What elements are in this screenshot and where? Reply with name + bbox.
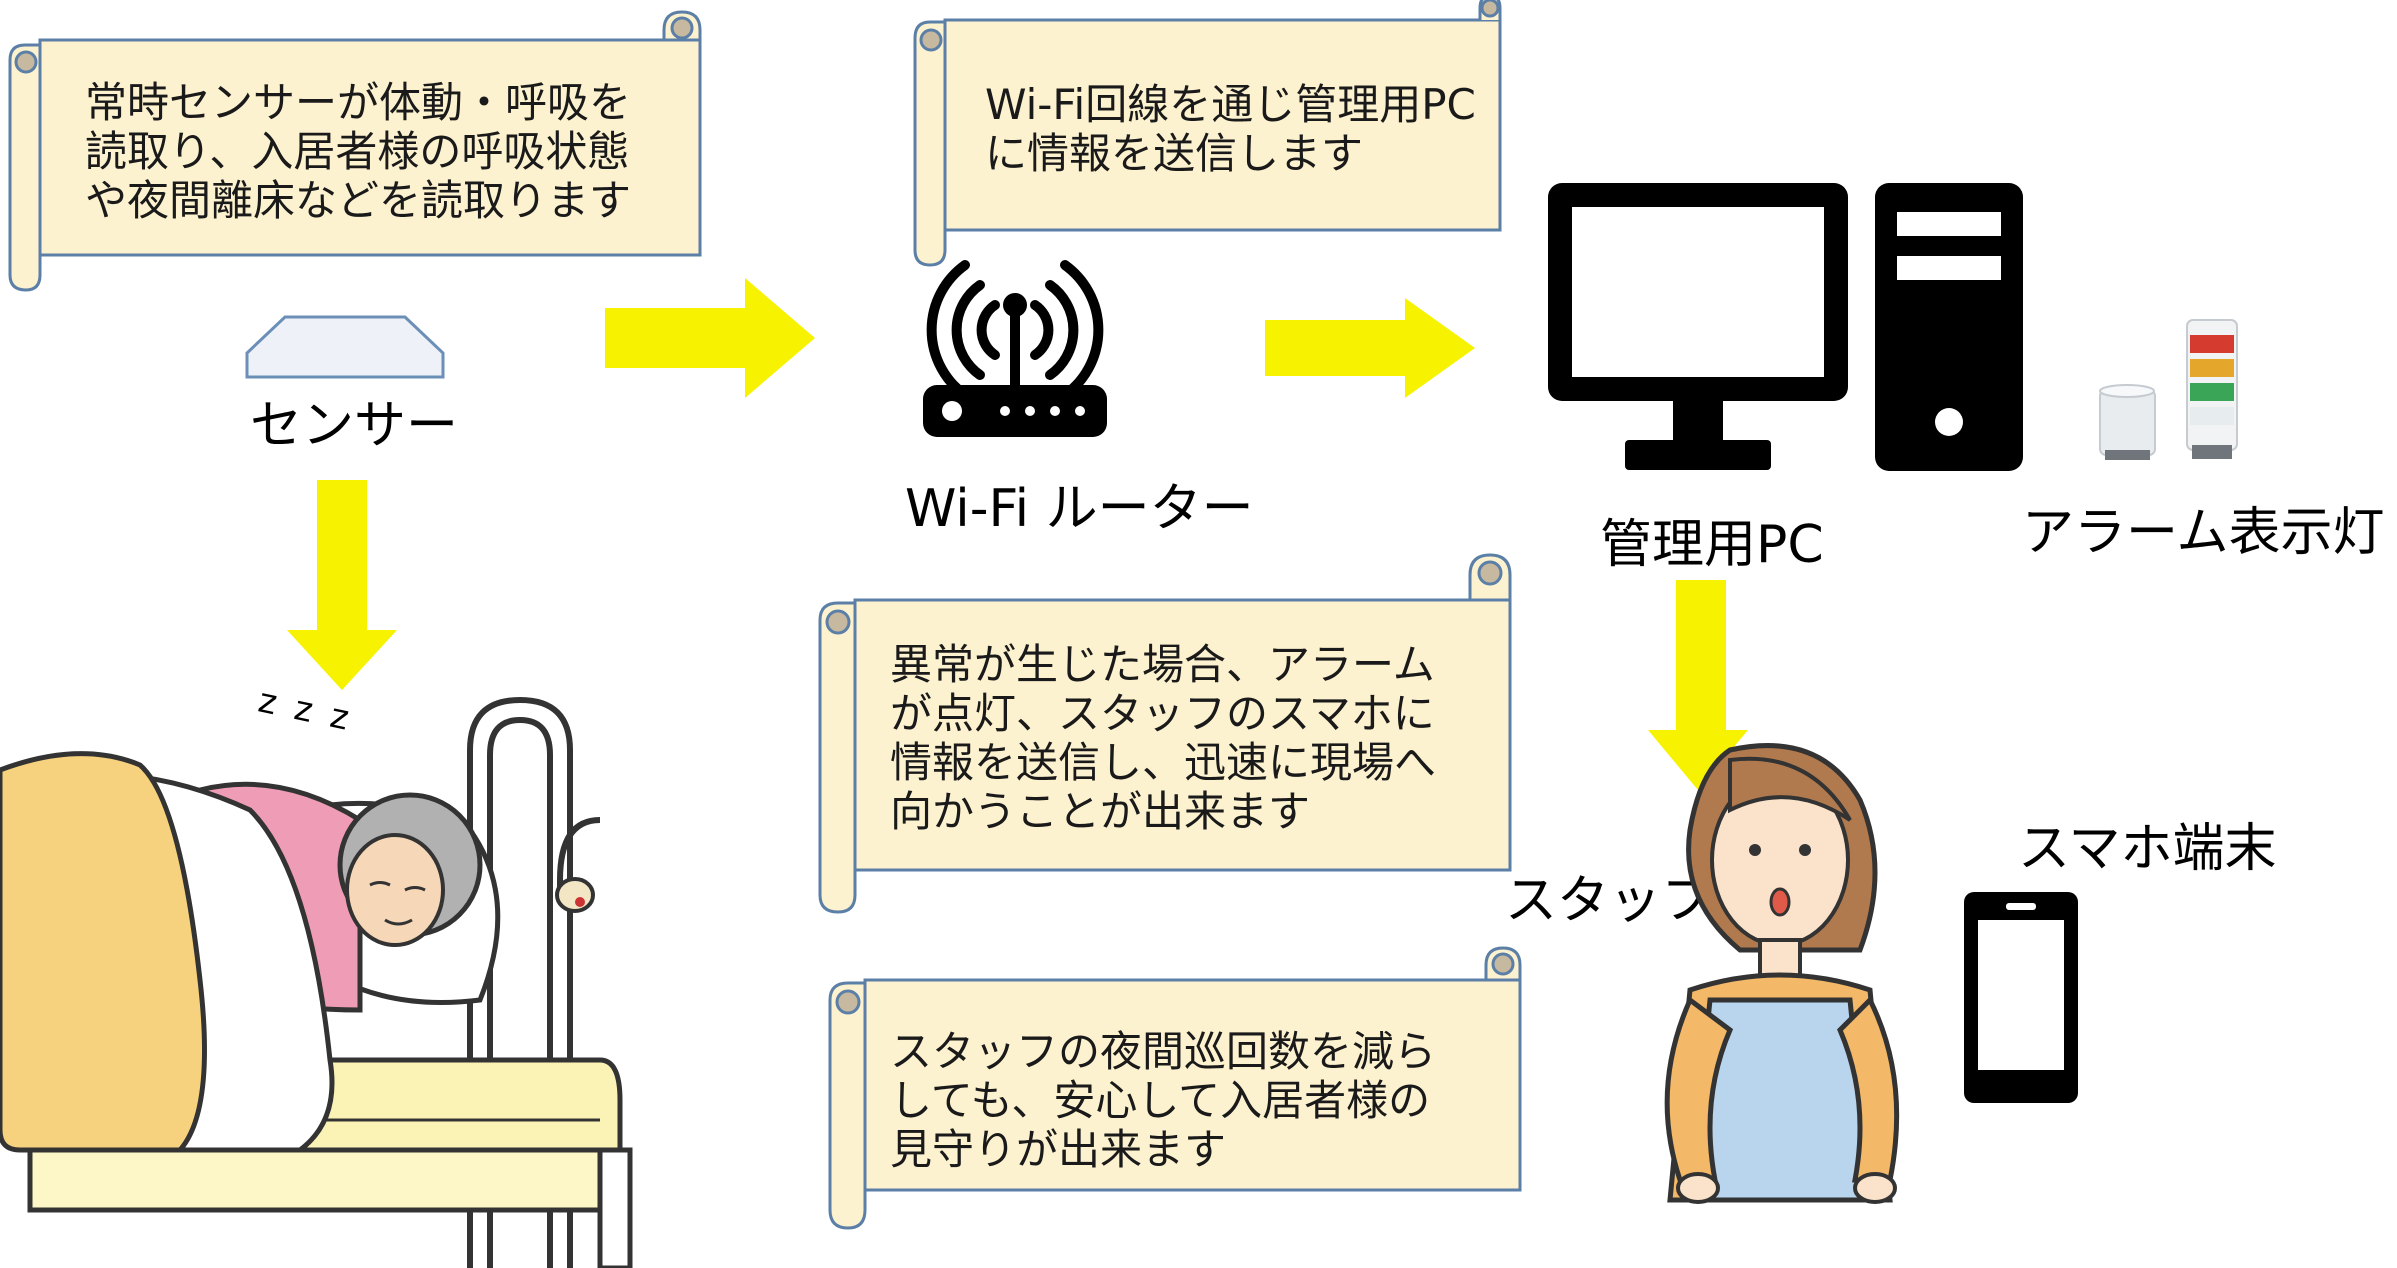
wifi-note-text: Wi-Fi回線を通じ管理用PC に情報を送信します — [985, 80, 1476, 178]
staff-note-text: スタッフの夜間巡回数を減ら しても、安心して入居者様の 見守りが出来ます — [890, 1027, 1437, 1174]
alarm-note-scroll — [818, 553, 1512, 914]
arrow-sensor-to-router — [605, 278, 815, 398]
staff-illustration — [1664, 743, 1900, 1204]
wifi-router-icon — [923, 260, 1107, 437]
sensor-note-scroll — [8, 10, 702, 292]
arrow-router-to-pc — [1265, 298, 1475, 398]
sleeping-resident-illustration — [0, 696, 633, 1268]
pc-label: 管理用PC — [1600, 515, 1824, 575]
smartphone-label: スマホ端末 — [2018, 819, 2277, 879]
sensor-label: センサー — [250, 396, 459, 456]
staff-note-scroll — [828, 946, 1522, 1230]
router-label: Wi-Fi ルーター — [905, 479, 1254, 539]
arrow-sensor-to-bed — [287, 480, 397, 690]
alarm-light-icon — [2099, 319, 2238, 460]
sensor-icon — [245, 315, 445, 379]
desktop-pc-icon — [1548, 183, 2023, 471]
staff-label: スタッフ — [1505, 871, 1714, 931]
alarm-note-text: 異常が生じた場合、アラーム が点灯、スタッフのスマホに 情報を送信し、迅速に現場… — [890, 640, 1437, 836]
alarm-light-label: アラーム表示灯 — [2022, 503, 2385, 563]
arrow-pc-to-staff — [1648, 580, 1748, 790]
wifi-note-scroll — [913, 0, 1502, 267]
smartphone-icon — [1964, 892, 2078, 1103]
sensor-note-text: 常時センサーが体動・呼吸を 読取り、入居者様の呼吸状態 や夜間離床などを読取りま… — [85, 78, 632, 225]
